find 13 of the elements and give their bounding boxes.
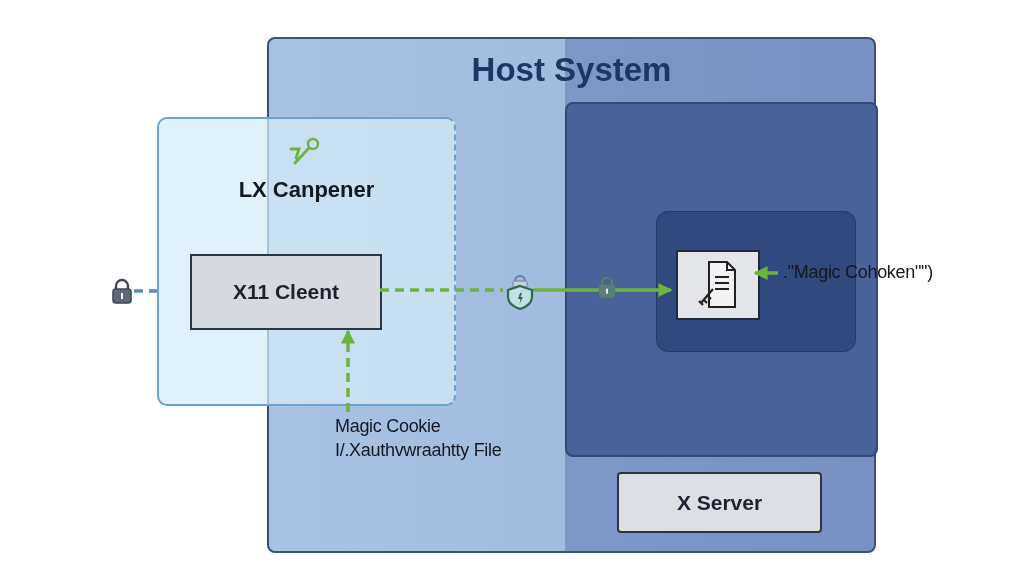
server-box <box>617 472 822 533</box>
container-heading: Host System <box>471 51 672 89</box>
note-text: Magic Cookie I/.Xauthvwraahtty File <box>335 415 503 463</box>
container-box <box>157 117 456 406</box>
arrow <box>533 283 673 297</box>
client-box <box>190 254 382 330</box>
box-label: X Server <box>676 490 763 515</box>
arrow <box>341 329 355 412</box>
shield-icon <box>505 272 535 310</box>
arrow <box>753 266 778 280</box>
box-label: X11 Cleent <box>232 280 340 304</box>
container-heading: LX Canpener <box>238 177 375 203</box>
document-box <box>676 250 760 320</box>
